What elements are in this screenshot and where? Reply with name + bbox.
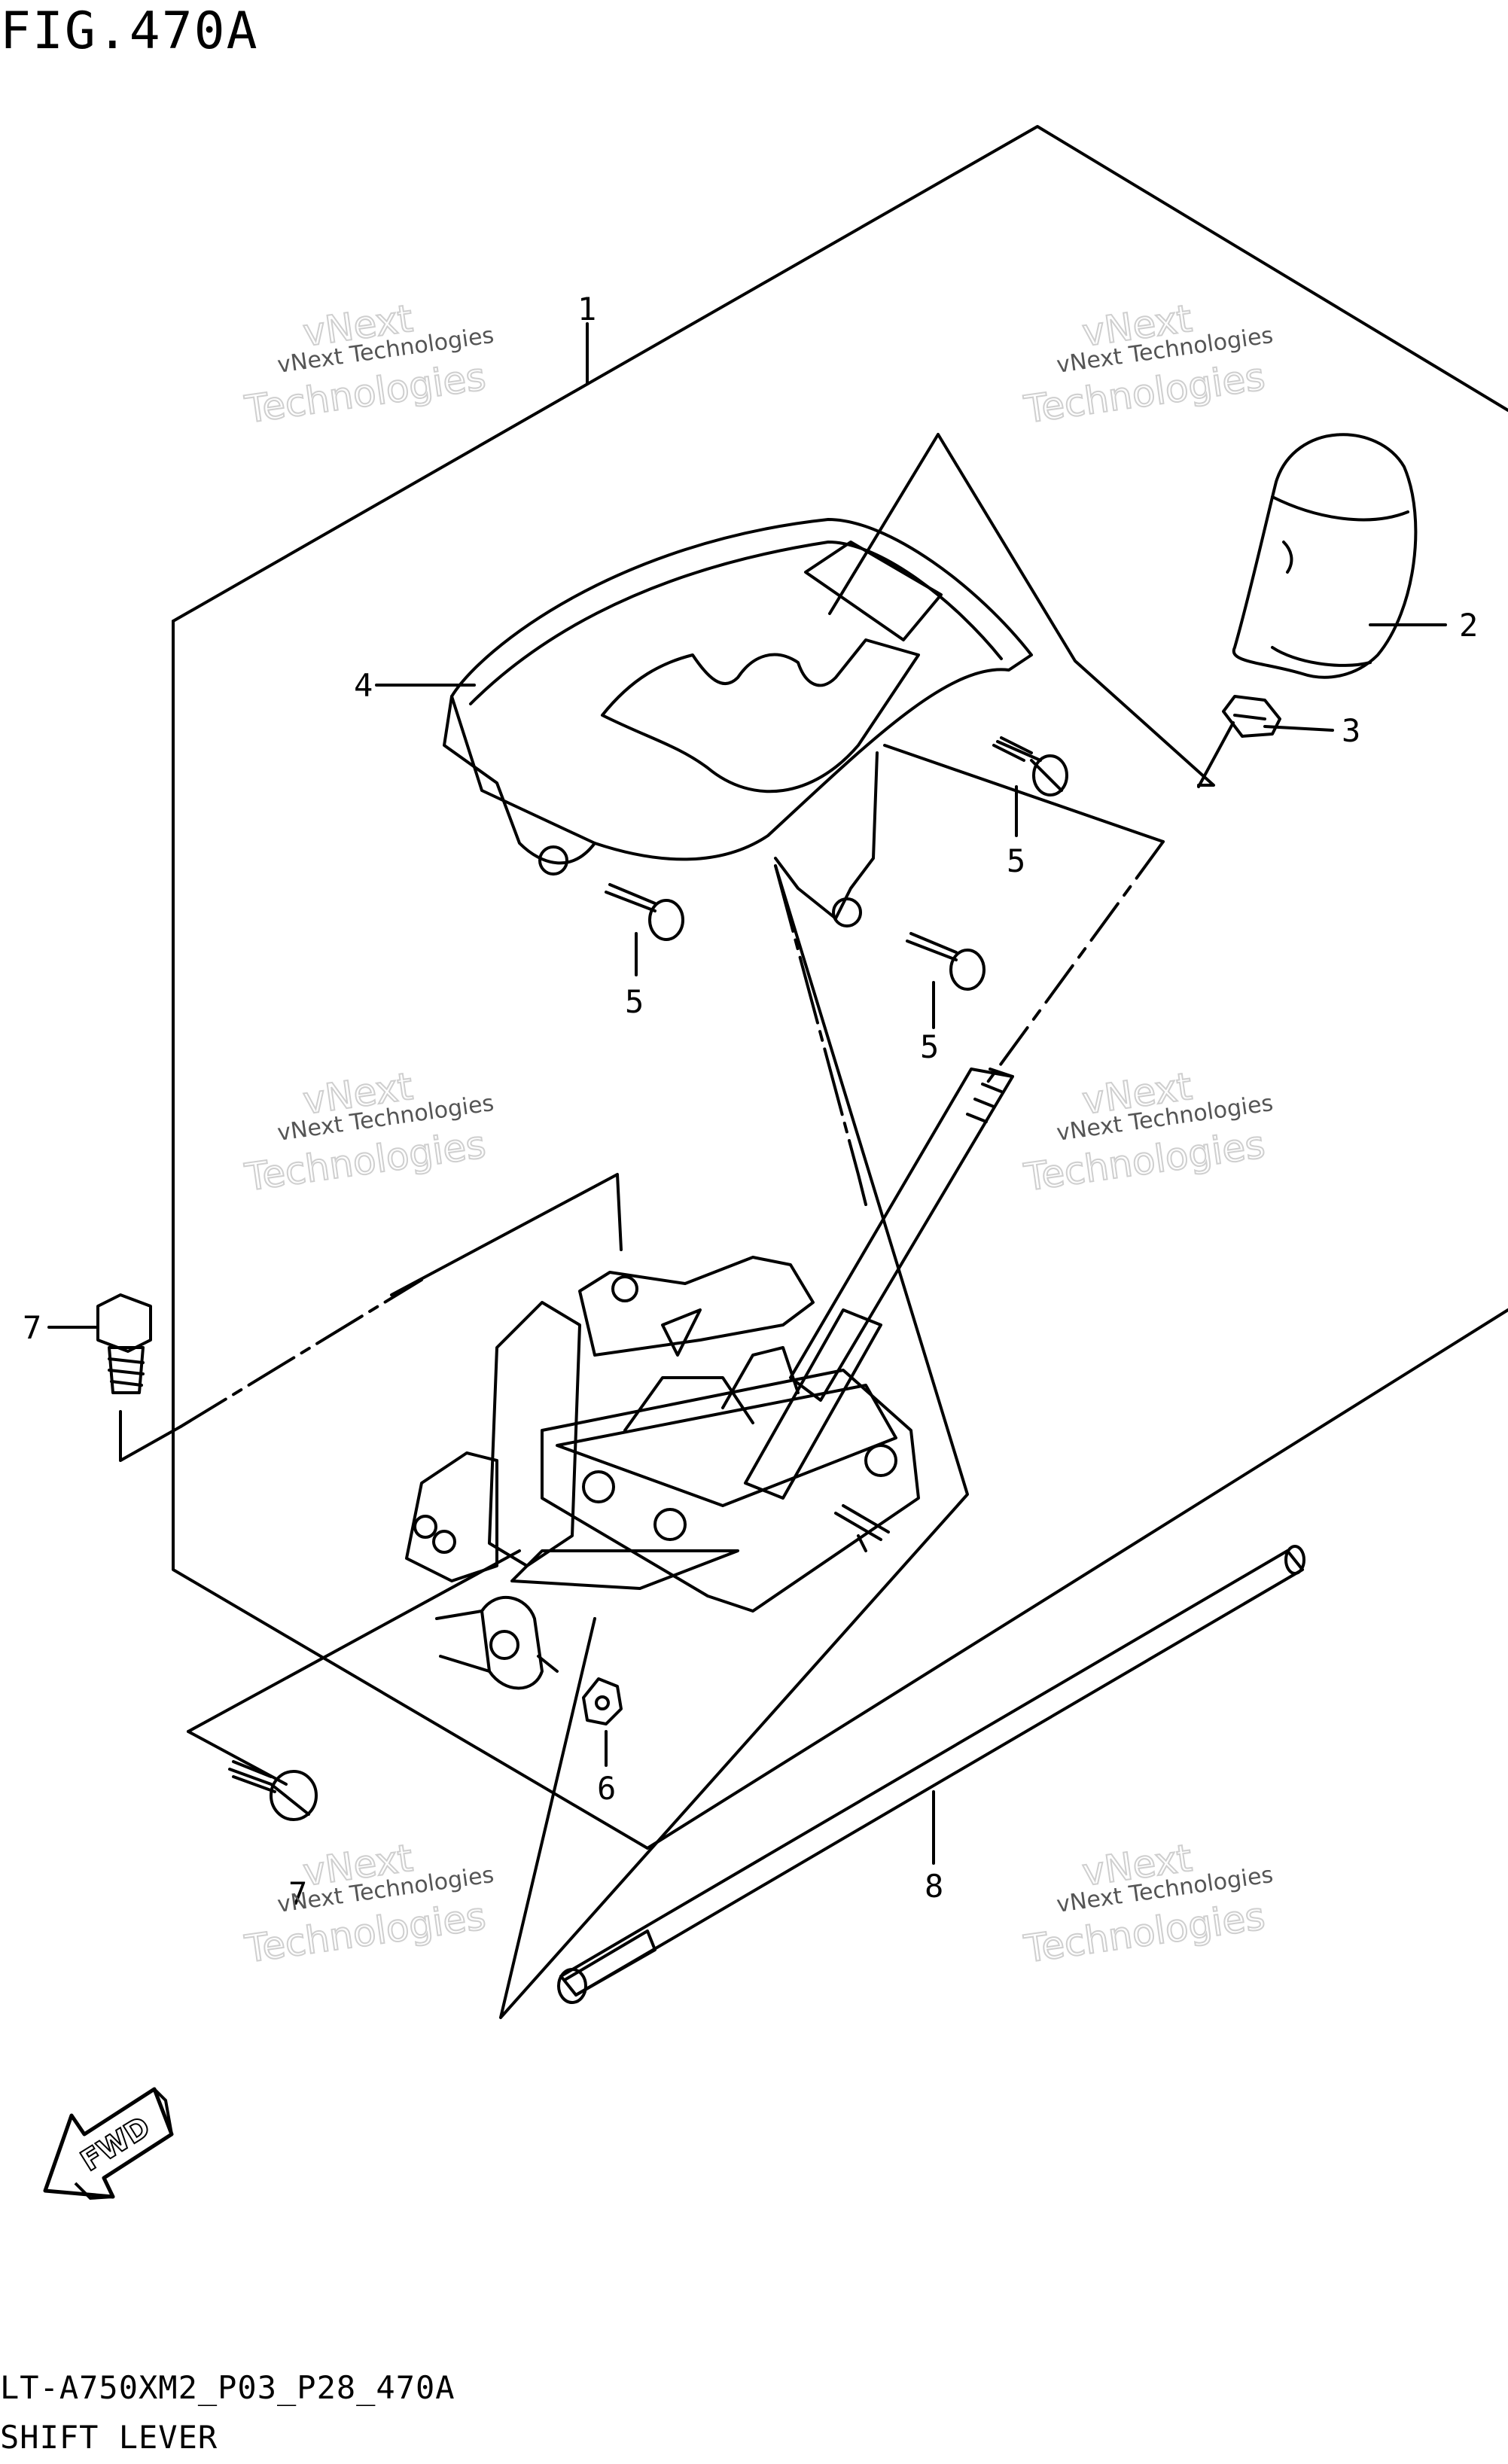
- watermark-6: vNext Technologies vNext Technologies: [1020, 1835, 1275, 1972]
- callout-3: 3: [1342, 712, 1360, 749]
- shift-rod: [557, 1545, 1305, 2004]
- base-bolt-upper-leader: [119, 1410, 182, 1462]
- callout-5-right: 5: [1007, 842, 1025, 879]
- cover-bolt-left: [605, 883, 684, 941]
- watermark-5: vNext Technologies vNext Technologies: [241, 1835, 495, 1972]
- cover-bolt-middle: [906, 932, 986, 991]
- watermark-4: vNext Technologies vNext Technologies: [1020, 1064, 1275, 1201]
- knob-nut: [1222, 695, 1281, 738]
- watermark-3: vNext Technologies vNext Technologies: [241, 1064, 495, 1201]
- assembly-outline: [172, 125, 1508, 623]
- shift-gate-cover: [443, 518, 1033, 927]
- callout-5-left: 5: [625, 983, 644, 1020]
- section-name: SHIFT LEVER: [0, 2419, 218, 2456]
- fwd-arrow-icon: FWD: [43, 2087, 174, 2201]
- callout-4: 4: [354, 667, 373, 704]
- callout-2: 2: [1459, 607, 1478, 644]
- shift-lever-base: [405, 1256, 920, 1690]
- assembly-outline-right: [172, 620, 1508, 1850]
- base-bolt-upper: [96, 1293, 152, 1394]
- base-bolt-lower: [228, 1760, 318, 1821]
- shift-knob: [1232, 433, 1418, 679]
- figure-title: FIG.470A: [0, 2, 259, 61]
- callout-7-lower: 7: [288, 1875, 307, 1912]
- callout-8: 8: [925, 1868, 943, 1905]
- knob-leader-lines: [828, 433, 1215, 787]
- cover-bolt-right: [992, 736, 1068, 796]
- watermark-1: vNext Technologies vNext Technologies: [241, 296, 495, 433]
- callout-6: 6: [597, 1770, 616, 1807]
- callout-7-upper: 7: [23, 1309, 41, 1346]
- model-code: LT-A750XM2_P03_P28_470A: [0, 2369, 455, 2406]
- linkage-nut: [582, 1677, 623, 1725]
- watermark-2: vNext Technologies vNext Technologies: [1020, 296, 1275, 433]
- callout-1: 1: [577, 291, 596, 327]
- callout-5-middle: 5: [920, 1028, 939, 1065]
- shift-lever-rod: [744, 1068, 1014, 1500]
